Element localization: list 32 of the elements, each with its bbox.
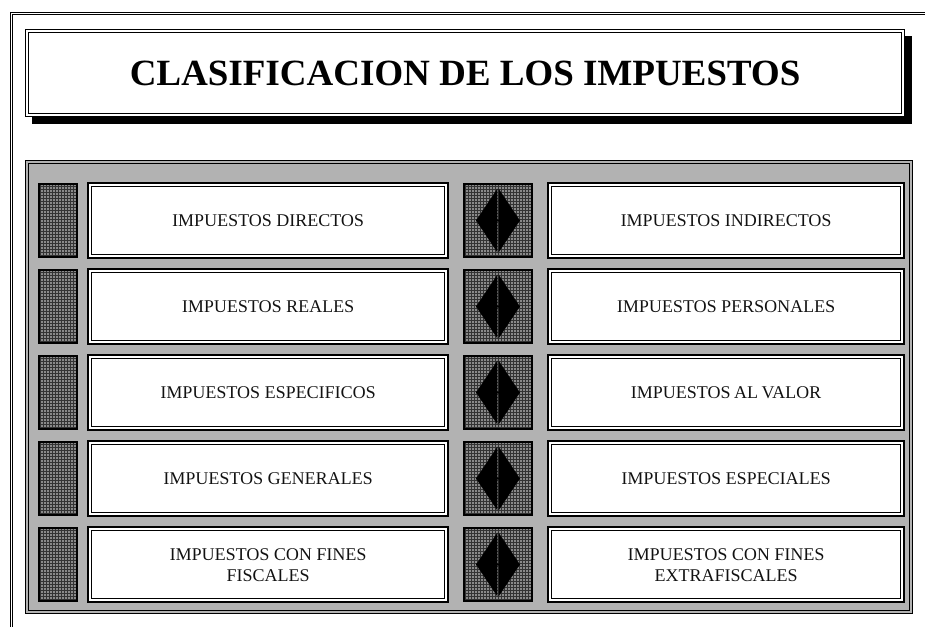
panel-background <box>25 160 913 614</box>
category-label: IMPUESTOS PERSONALES <box>616 296 836 317</box>
category-box <box>88 183 448 258</box>
category-label: IMPUESTOS DIRECTOS <box>172 210 364 231</box>
category-label: IMPUESTOS ESPECIFICOS <box>160 382 376 403</box>
category-box <box>88 355 448 430</box>
double-arrow <box>476 532 520 596</box>
category-label: IMPUESTOS INDIRECTOS <box>620 210 832 231</box>
category-box <box>548 183 904 258</box>
title: CLASIFICACION DE LOS IMPUESTOS <box>130 52 800 94</box>
hatched-tile <box>38 527 78 602</box>
category-label: IMPUESTOS REALES <box>182 296 354 317</box>
double-arrow <box>476 360 520 424</box>
category-box <box>548 355 904 430</box>
category-box <box>88 441 448 516</box>
hatched-tile <box>38 269 78 344</box>
double-arrow <box>476 274 520 338</box>
hatched-tile <box>38 355 78 430</box>
hatched-tile <box>38 441 78 516</box>
hatched-tile <box>38 183 78 258</box>
category-box <box>548 527 904 602</box>
category-box <box>88 527 448 602</box>
category-label: IMPUESTOS ESPECIALES <box>621 468 831 489</box>
double-arrow <box>476 446 520 510</box>
double-arrow <box>476 188 520 252</box>
category-label: IMPUESTOS CON FINES EXTRAFISCALES <box>626 544 826 586</box>
category-box <box>88 269 448 344</box>
category-box <box>548 441 904 516</box>
category-label: IMPUESTOS CON FINES FISCALES <box>168 544 368 586</box>
category-label: IMPUESTOS AL VALOR <box>630 382 822 403</box>
category-box <box>548 269 904 344</box>
category-label: IMPUESTOS GENERALES <box>163 468 373 489</box>
